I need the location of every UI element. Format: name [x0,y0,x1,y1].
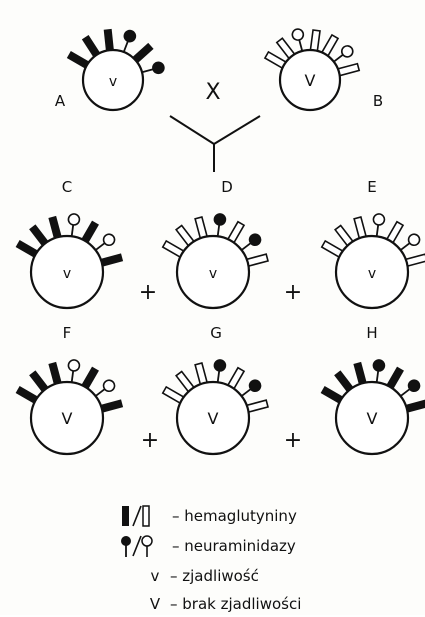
virulence-marker: V [305,71,316,90]
cross-symbol: X [205,80,220,105]
plus-sign: + [284,280,302,305]
neuraminidase-spike [66,359,80,384]
hemagglutinin-spike [310,30,320,52]
neuraminidase-spike [66,213,80,238]
neuraminidase-spike [371,213,385,238]
virulence-marker: v [63,266,71,282]
legend-neuraminidase: – neuraminidazy [120,533,296,559]
virus-c: vC [16,178,123,308]
legend-avirulent: V – brak zjadliwości [120,591,301,617]
neuraminidase-icon [120,533,172,559]
virus-label: G [210,324,222,342]
virulence-marker: v [368,266,376,282]
virus-label: D [221,178,233,196]
virus-g: VG [163,324,268,454]
neuraminidase-spike [371,359,385,384]
virulence-marker: V [62,409,73,428]
legend-hemagglutinin: – hemaglutyniny [120,503,297,529]
virulence-marker: v [209,266,217,282]
avirulent-key: V [140,595,170,613]
hemagglutinin-icon [120,503,172,529]
virus-label: H [366,324,377,342]
virus-label: F [63,324,72,342]
plus-sign: + [139,280,157,305]
plus-sign: + [284,428,302,453]
virulence-marker: V [208,409,219,428]
virus-d: vD [163,178,268,308]
neuraminidase-spike [212,359,226,384]
virus-label: A [55,92,66,110]
virulence-marker: V [367,409,378,428]
reassortment-connector [170,116,260,172]
plus-sign: + [141,428,159,453]
virus-e: vE [322,178,425,308]
virulent-key: v [140,567,170,585]
legend-text: – brak zjadliwości [170,595,301,613]
virus-label: B [373,92,383,110]
virus-f: VF [16,324,123,454]
virus-label: E [367,178,376,196]
legend-text: – hemaglutyniny [172,507,297,525]
legend-text: – zjadliwość [170,567,259,585]
virus-b: VB [265,28,383,110]
virus-h: VH [321,324,425,454]
virus-label: C [62,178,72,196]
virus-a: vA [55,29,165,110]
neuraminidase-spike [212,213,226,238]
legend-virulent: v – zjadliwość [120,563,259,589]
legend-text: – neuraminidazy [172,537,296,555]
virulence-marker: v [109,74,117,90]
